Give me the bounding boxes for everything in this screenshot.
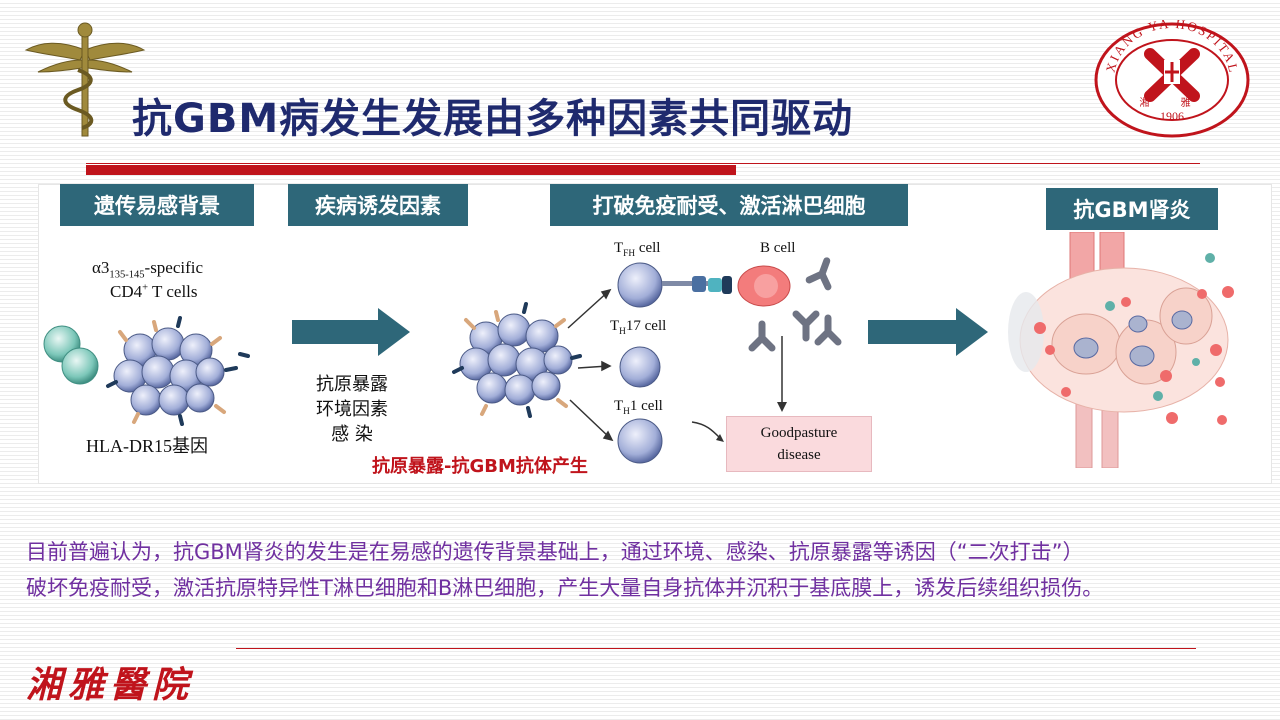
footer-divider <box>236 648 1196 649</box>
header-genetic-background: 遗传易感背景 <box>60 184 254 226</box>
cd4-t-cells-label: CD4+ T cells <box>110 282 198 301</box>
summary-line-2: 破坏免疫耐受，激活抗原特异性T淋巴细胞和B淋巴细胞，产生大量自身抗体并沉积于基底… <box>26 576 1104 600</box>
t-cell-cluster-illustration <box>43 316 250 426</box>
header-disease-triggers: 疾病诱发因素 <box>288 184 468 226</box>
tfh-cell-label: TFH cell <box>614 240 661 259</box>
goodpasture-line-2: disease <box>777 447 821 463</box>
xiangya-hospital-logo: XIANG YA HOSPITAL 1906 湘 雅 <box>1094 20 1250 138</box>
hla-dr15-gene-label: HLA-DR15基因 <box>86 436 208 456</box>
trigger-item-environment: 环境因素 <box>316 399 388 420</box>
flow-arrow-1 <box>292 308 410 356</box>
svg-text:湘 雅: 湘 雅 <box>1139 96 1204 109</box>
b-cell-label: B cell <box>760 240 796 256</box>
summary-line-1: 目前普遍认为，抗GBM肾炎的发生是在易感的遗传背景基础上，通过环境、感染、抗原暴… <box>26 540 1084 564</box>
header-anti-gbm-nephritis: 抗GBM肾炎 <box>1046 188 1218 230</box>
header-break-tolerance: 打破免疫耐受、激活淋巴细胞 <box>550 184 908 226</box>
triggers-list: 抗原暴露 环境因素 感 染 <box>310 372 394 447</box>
title-underline <box>86 163 1200 164</box>
title-accent-bar <box>86 165 736 175</box>
trigger-item-infection: 感 染 <box>331 424 373 445</box>
goodpasture-line-1: Goodpasture <box>760 425 838 441</box>
page-title: 抗GBM病发生发展由多种因素共同驱动 <box>132 96 854 142</box>
goodpasture-disease-box: Goodpasture disease <box>726 416 872 472</box>
svg-text:1906: 1906 <box>1160 109 1184 123</box>
lymphocyte-activation-illustration <box>452 257 842 464</box>
flow-arrow-2 <box>868 308 988 356</box>
th17-cell-label: TH17 cell <box>610 318 667 337</box>
th1-cell-label: TH1 cell <box>614 398 663 417</box>
glomerulus-illustration <box>1008 232 1234 468</box>
xiangya-calligraphy-signature: 湘雅醫院 <box>26 664 195 706</box>
alpha3-cell-label: α3135-145-specific <box>92 258 204 281</box>
antibody-production-caption: 抗原暴露-抗GBM抗体产生 <box>372 456 588 477</box>
caduceus-emblem-icon <box>24 22 146 137</box>
trigger-item-antigen: 抗原暴露 <box>316 374 388 395</box>
